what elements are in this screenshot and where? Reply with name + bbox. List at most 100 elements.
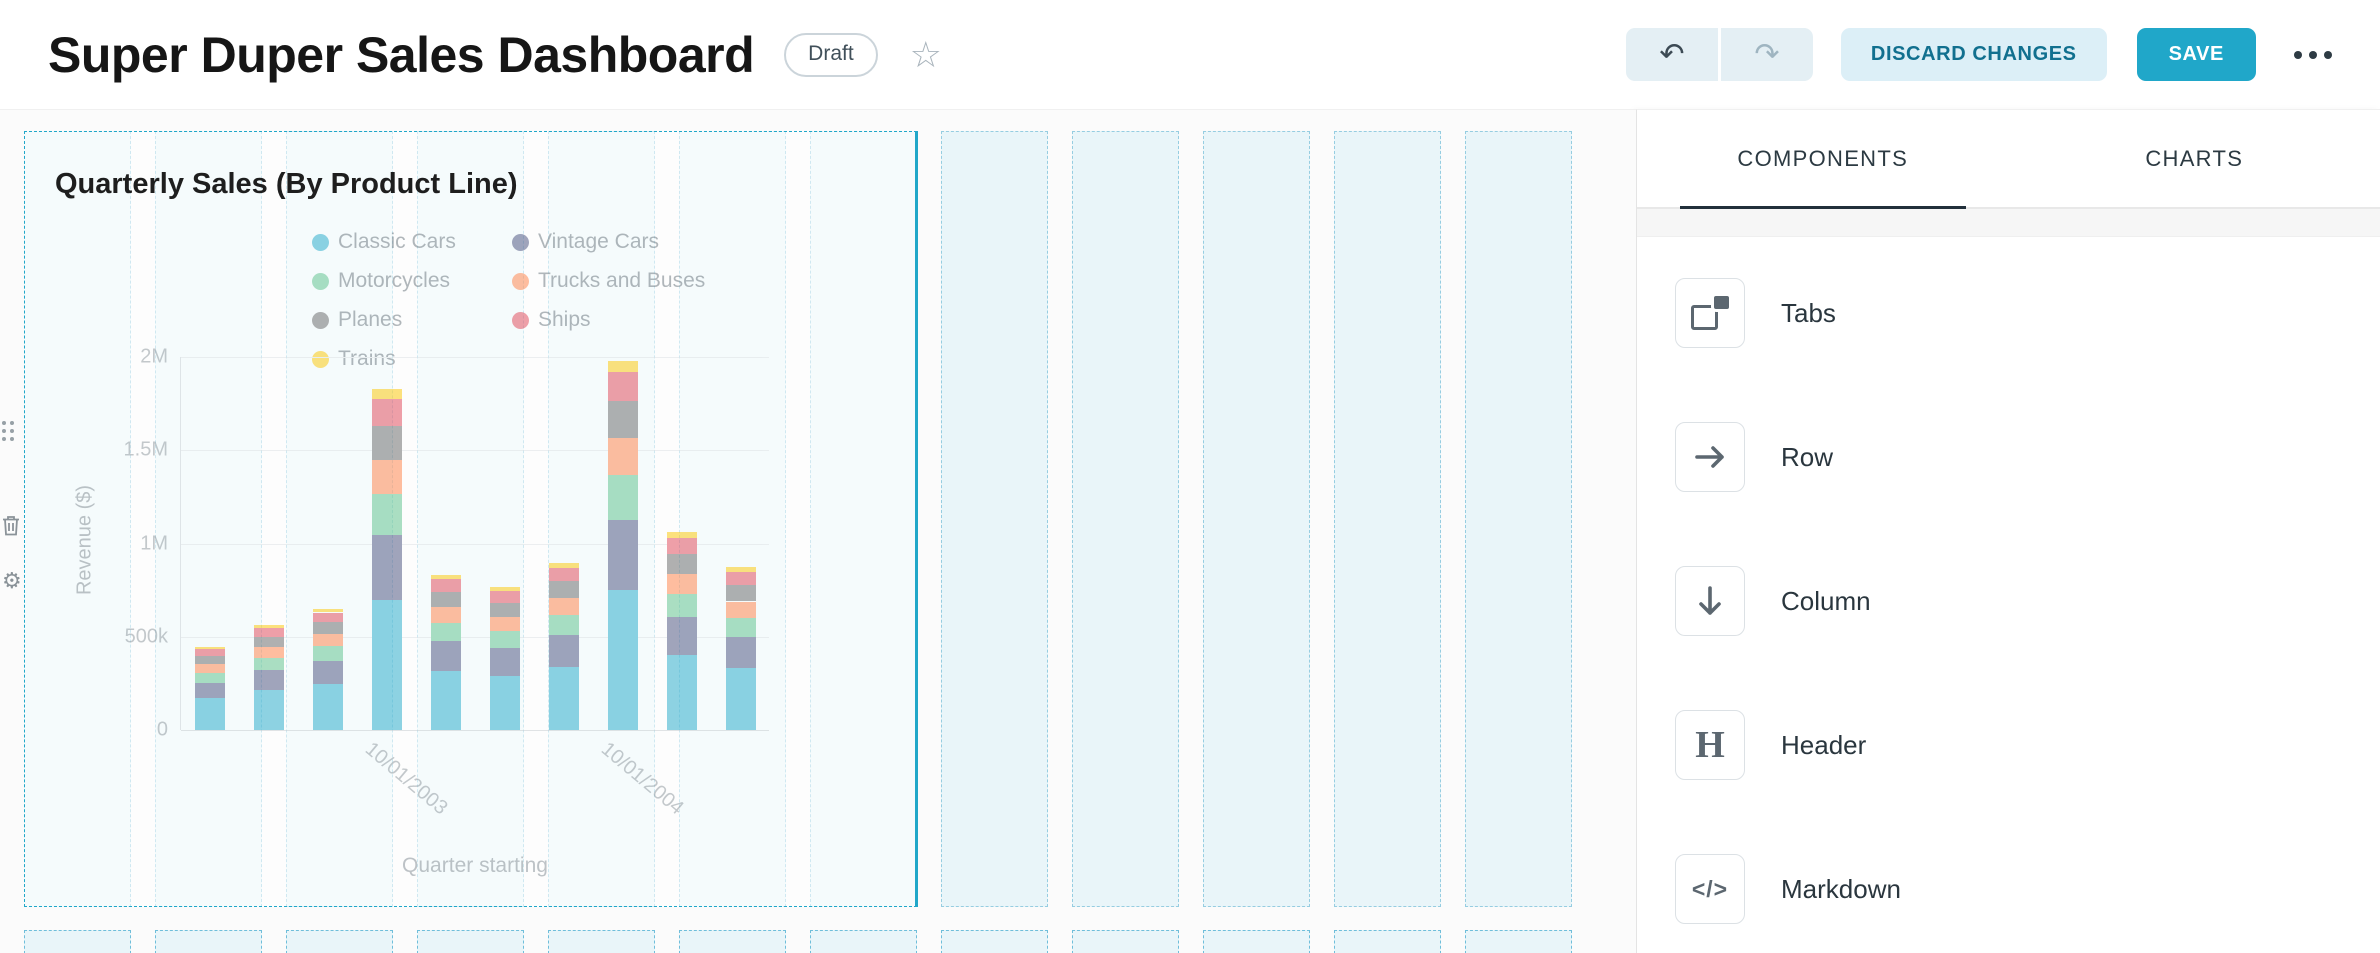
bar-segment (371, 535, 402, 601)
bar-segment (607, 401, 638, 439)
discard-changes-button[interactable]: DISCARD CHANGES (1840, 28, 2107, 81)
y-tick-label: 2M (140, 345, 168, 368)
undo-icon: ↶ (1659, 37, 1685, 71)
gridline (181, 730, 769, 731)
bar-segment (194, 664, 225, 673)
grid-column-band (155, 930, 262, 953)
grid-column-band (1465, 930, 1572, 953)
grid-column-band (548, 930, 655, 953)
legend-label: Trucks and Buses (538, 269, 706, 292)
component-item-row[interactable]: Row (1637, 385, 2380, 529)
bar-segment (489, 586, 520, 592)
sidebar-tabs: COMPONENTS CHARTS (1637, 110, 2380, 209)
legend-item[interactable]: Trucks and Buses (512, 269, 705, 293)
tab-components[interactable]: COMPONENTS (1637, 110, 2009, 207)
bar-segment (489, 675, 520, 730)
grid-column-band (1203, 131, 1310, 907)
grid-column-band (1465, 131, 1572, 907)
bar-segment (371, 388, 402, 399)
arrow-down-icon (1675, 566, 1745, 636)
more-menu-icon[interactable] (2290, 41, 2336, 69)
save-button[interactable]: SAVE (2136, 28, 2256, 81)
grid-column-band (810, 930, 917, 953)
tab-charts[interactable]: CHARTS (2145, 145, 2244, 171)
grid-row: Quarterly Sales (By Product Line) Classi… (24, 131, 1572, 907)
bar-segment (607, 475, 638, 520)
legend-item[interactable]: Classic Cars (312, 230, 512, 254)
bar-segment (489, 591, 520, 603)
bar-segment (725, 567, 756, 573)
bar-segment (666, 554, 697, 574)
drag-handle-icon[interactable] (2, 421, 14, 441)
bar-segment (253, 670, 284, 691)
y-tick-label: 1.5M (123, 438, 168, 461)
undo-redo-group: ↶ ↷ (1625, 28, 1813, 81)
component-item-column[interactable]: Column (1637, 529, 2380, 673)
bar-segment (607, 589, 638, 730)
arrow-right-icon (1675, 422, 1745, 492)
tabs-icon (1675, 278, 1745, 348)
y-axis-line (180, 357, 181, 730)
bar-segment (430, 579, 461, 592)
chart-container[interactable]: Quarterly Sales (By Product Line) Classi… (24, 131, 918, 907)
legend-dot (512, 272, 529, 290)
bar-segment (312, 683, 343, 730)
dashboard-canvas: Quarterly Sales (By Product Line) Classi… (0, 109, 1636, 953)
x-tick-label: 10/01/2003 (360, 738, 452, 820)
bar-segment (607, 519, 638, 590)
bar-segment (194, 655, 225, 665)
undo-button[interactable]: ↶ (1625, 28, 1718, 81)
page-title: Super Duper Sales Dashboard (48, 26, 755, 83)
bar-segment (548, 562, 579, 568)
legend-label: Motorcycles (338, 269, 451, 292)
trash-icon[interactable] (2, 515, 20, 541)
legend-label: Trains (338, 347, 396, 370)
bar-segment (312, 660, 343, 684)
bar-segment (666, 593, 697, 618)
gear-icon[interactable]: ⚙ (2, 568, 22, 593)
bar-segment (312, 634, 343, 647)
legend-label: Classic Cars (338, 230, 456, 253)
component-item-header[interactable]: H Header (1637, 673, 2380, 817)
bar-segment (489, 602, 520, 617)
legend-item[interactable]: Trains (312, 347, 512, 371)
legend-dot (312, 311, 329, 329)
component-item-markdown[interactable]: </> Markdown (1637, 817, 2380, 953)
legend-item[interactable]: Motorcycles (312, 269, 512, 293)
bar-segment (430, 622, 461, 642)
gridline (181, 543, 769, 545)
bar-segment (312, 646, 343, 661)
bar-segment (548, 666, 579, 730)
redo-button[interactable]: ↷ (1720, 28, 1813, 81)
bar-segment (607, 360, 638, 372)
bar-segment (548, 634, 579, 667)
legend-dot (312, 233, 329, 251)
legend-dot (312, 272, 329, 290)
component-item-tabs[interactable]: Tabs (1637, 241, 2380, 385)
bar-segment (371, 600, 402, 730)
grid-column-band (941, 930, 1048, 953)
favorite-star-icon[interactable]: ☆ (909, 33, 942, 75)
sidebar-divider (1637, 209, 2380, 237)
legend-item[interactable]: Planes (312, 308, 512, 332)
bar-segment (371, 494, 402, 536)
bar-segment (725, 668, 756, 730)
legend-item[interactable]: Vintage Cars (512, 230, 705, 254)
bar-segment (548, 567, 579, 582)
legend-label: Ships (538, 308, 591, 331)
bar-segment (312, 612, 343, 623)
bar-segment (253, 647, 284, 658)
grid-column-band (24, 930, 131, 953)
header-icon: H (1675, 710, 1745, 780)
bar-segment (548, 614, 579, 635)
bar-segment (548, 581, 579, 599)
bar-segment (253, 628, 284, 637)
bar-segment (725, 637, 756, 669)
component-list: Tabs Row Column H Header </> Markdown (1637, 237, 2380, 953)
legend-item[interactable]: Ships (512, 308, 705, 332)
gridline (181, 450, 769, 452)
grid-column-band (417, 930, 524, 953)
